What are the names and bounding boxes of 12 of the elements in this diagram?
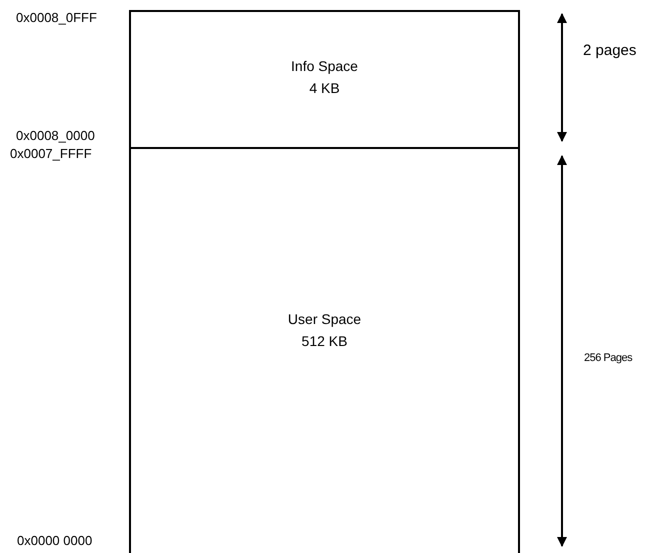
address-label: 0x0008_0FFF <box>16 10 97 25</box>
address-label: 0x0007_FFFF <box>10 146 92 161</box>
memory-region <box>129 147 520 553</box>
region-size: 512 KB <box>300 332 348 351</box>
region-size: 4 KB <box>308 79 341 98</box>
address-label: 0x0000 0000 <box>17 533 92 548</box>
size-label: 2 pages <box>583 42 636 59</box>
address-label: 0x0008_0000 <box>16 128 95 143</box>
memory-region <box>129 10 520 149</box>
region-name: Info Space <box>290 57 359 76</box>
size-label: 256 Pages <box>584 352 632 364</box>
region-name: User Space <box>286 310 362 329</box>
